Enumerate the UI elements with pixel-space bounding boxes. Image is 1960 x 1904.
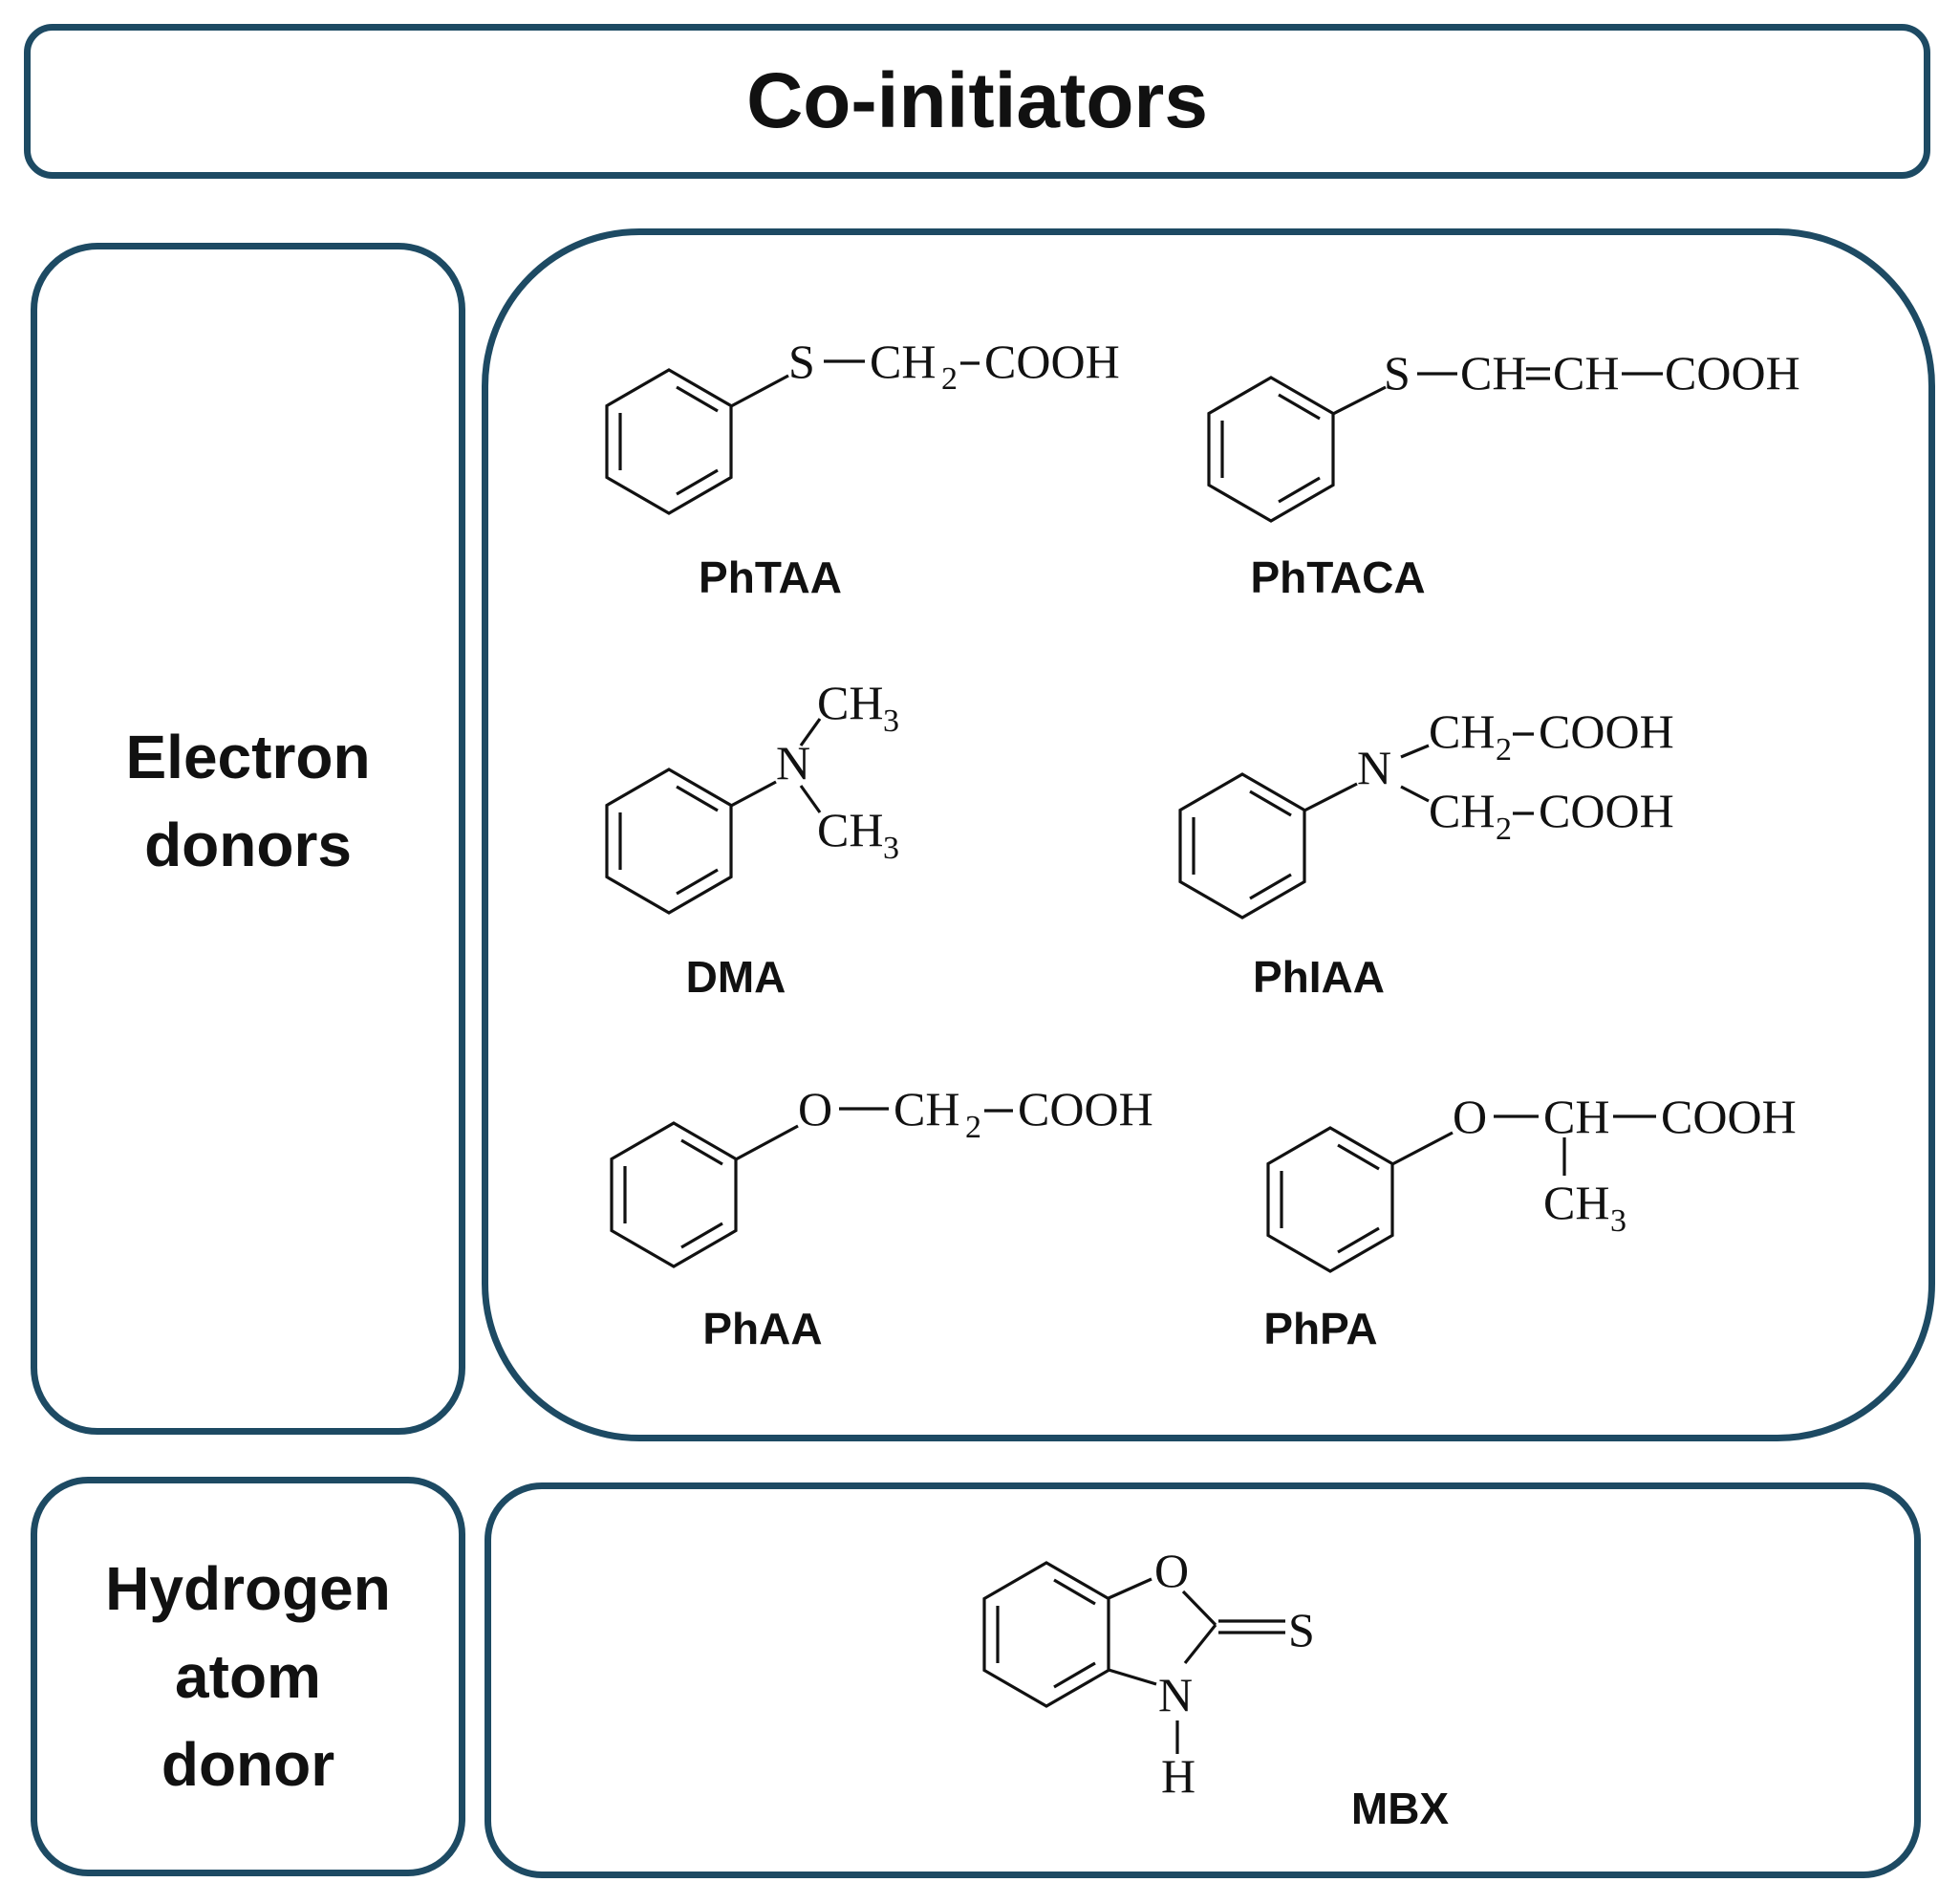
atom-label: H (1161, 1749, 1195, 1803)
phaa-structure: O CH 2 COOH PhAA (610, 1082, 1153, 1353)
phpa-structure: O CH COOH CH 3 PhPA (1263, 1090, 1796, 1353)
benzene-ring (1207, 376, 1335, 523)
category-line: donors (144, 810, 352, 879)
compound-label: PhTACA (1250, 552, 1425, 602)
compound-label: PhIAA (1253, 952, 1385, 1002)
compound-label: PhAA (702, 1304, 822, 1353)
atom-label: CH (1543, 1090, 1609, 1143)
atom-label: CH (1543, 1176, 1609, 1229)
atom-label: CH (817, 676, 883, 729)
atom-label: N (1357, 741, 1391, 794)
atom-label: CH (1429, 704, 1495, 758)
category-line: Hydrogen (105, 1554, 391, 1623)
atom-label: CH (817, 803, 883, 856)
atom-subscript: 2 (941, 361, 958, 397)
phtaca-structure: S CH CH COOH PhTACA (1207, 346, 1800, 602)
electron-donors-label: Electron donors (125, 713, 370, 889)
atom-subscript: 3 (883, 703, 899, 739)
atom-label: O (1154, 1544, 1189, 1597)
atom-label: COOH (1018, 1082, 1153, 1136)
benzene-ring (1266, 1126, 1394, 1273)
atom-subscript: 2 (1496, 811, 1512, 847)
diagram-title: Co-initiators (746, 57, 1208, 144)
compound-label: PhTAA (699, 552, 842, 602)
atom-label: CH (1460, 346, 1526, 400)
atom-label: COOH (984, 335, 1120, 388)
atom-label: CH (870, 335, 936, 388)
atom-label: S (788, 335, 815, 388)
hydrogen-donor-box: Hydrogen atom donor (31, 1477, 465, 1876)
atom-label: CH (894, 1082, 959, 1136)
atom-subscript: 2 (965, 1110, 981, 1145)
electron-donors-box: Electron donors (31, 243, 465, 1435)
atom-label: COOH (1661, 1090, 1797, 1143)
compound-label: DMA (686, 952, 786, 1002)
compound-label: MBX (1351, 1784, 1450, 1833)
atom-label: COOH (1665, 346, 1800, 400)
atom-label: O (798, 1082, 832, 1136)
atom-label: N (1158, 1668, 1193, 1721)
benzene-ring (605, 368, 733, 515)
benzene-ring (605, 768, 733, 915)
phiaa-structure: N CH 2 COOH CH 2 COOH PhIAA (1178, 704, 1674, 1002)
atom-subscript: 3 (1610, 1203, 1626, 1239)
hydrogen-donor-panel (485, 1482, 1921, 1878)
mbx-structure: O S N H MBX (982, 1544, 1450, 1833)
category-line: atom (175, 1642, 321, 1711)
atom-label: COOH (1539, 784, 1674, 837)
atom-label: N (776, 736, 810, 790)
atom-label: COOH (1539, 704, 1674, 758)
benzene-ring (982, 1561, 1110, 1708)
title-box: Co-initiators (24, 24, 1930, 179)
hydrogen-donor-label: Hydrogen atom donor (105, 1545, 391, 1808)
category-line: donor (161, 1730, 335, 1799)
dma-structure: N CH 3 CH 3 DMA (605, 676, 899, 1002)
atom-label: O (1453, 1090, 1487, 1143)
atom-label: S (1288, 1603, 1315, 1656)
atom-label: CH (1429, 784, 1495, 837)
compound-label: PhPA (1263, 1304, 1377, 1353)
benzene-ring (610, 1121, 738, 1268)
category-line: Electron (125, 722, 371, 791)
phtaa-structure: S CH 2 COOH PhTAA (605, 335, 1120, 602)
atom-label: CH (1553, 346, 1619, 400)
atom-label: S (1384, 346, 1411, 400)
atom-subscript: 2 (1496, 732, 1512, 768)
atom-subscript: 3 (883, 831, 899, 866)
benzene-ring (1178, 772, 1306, 920)
